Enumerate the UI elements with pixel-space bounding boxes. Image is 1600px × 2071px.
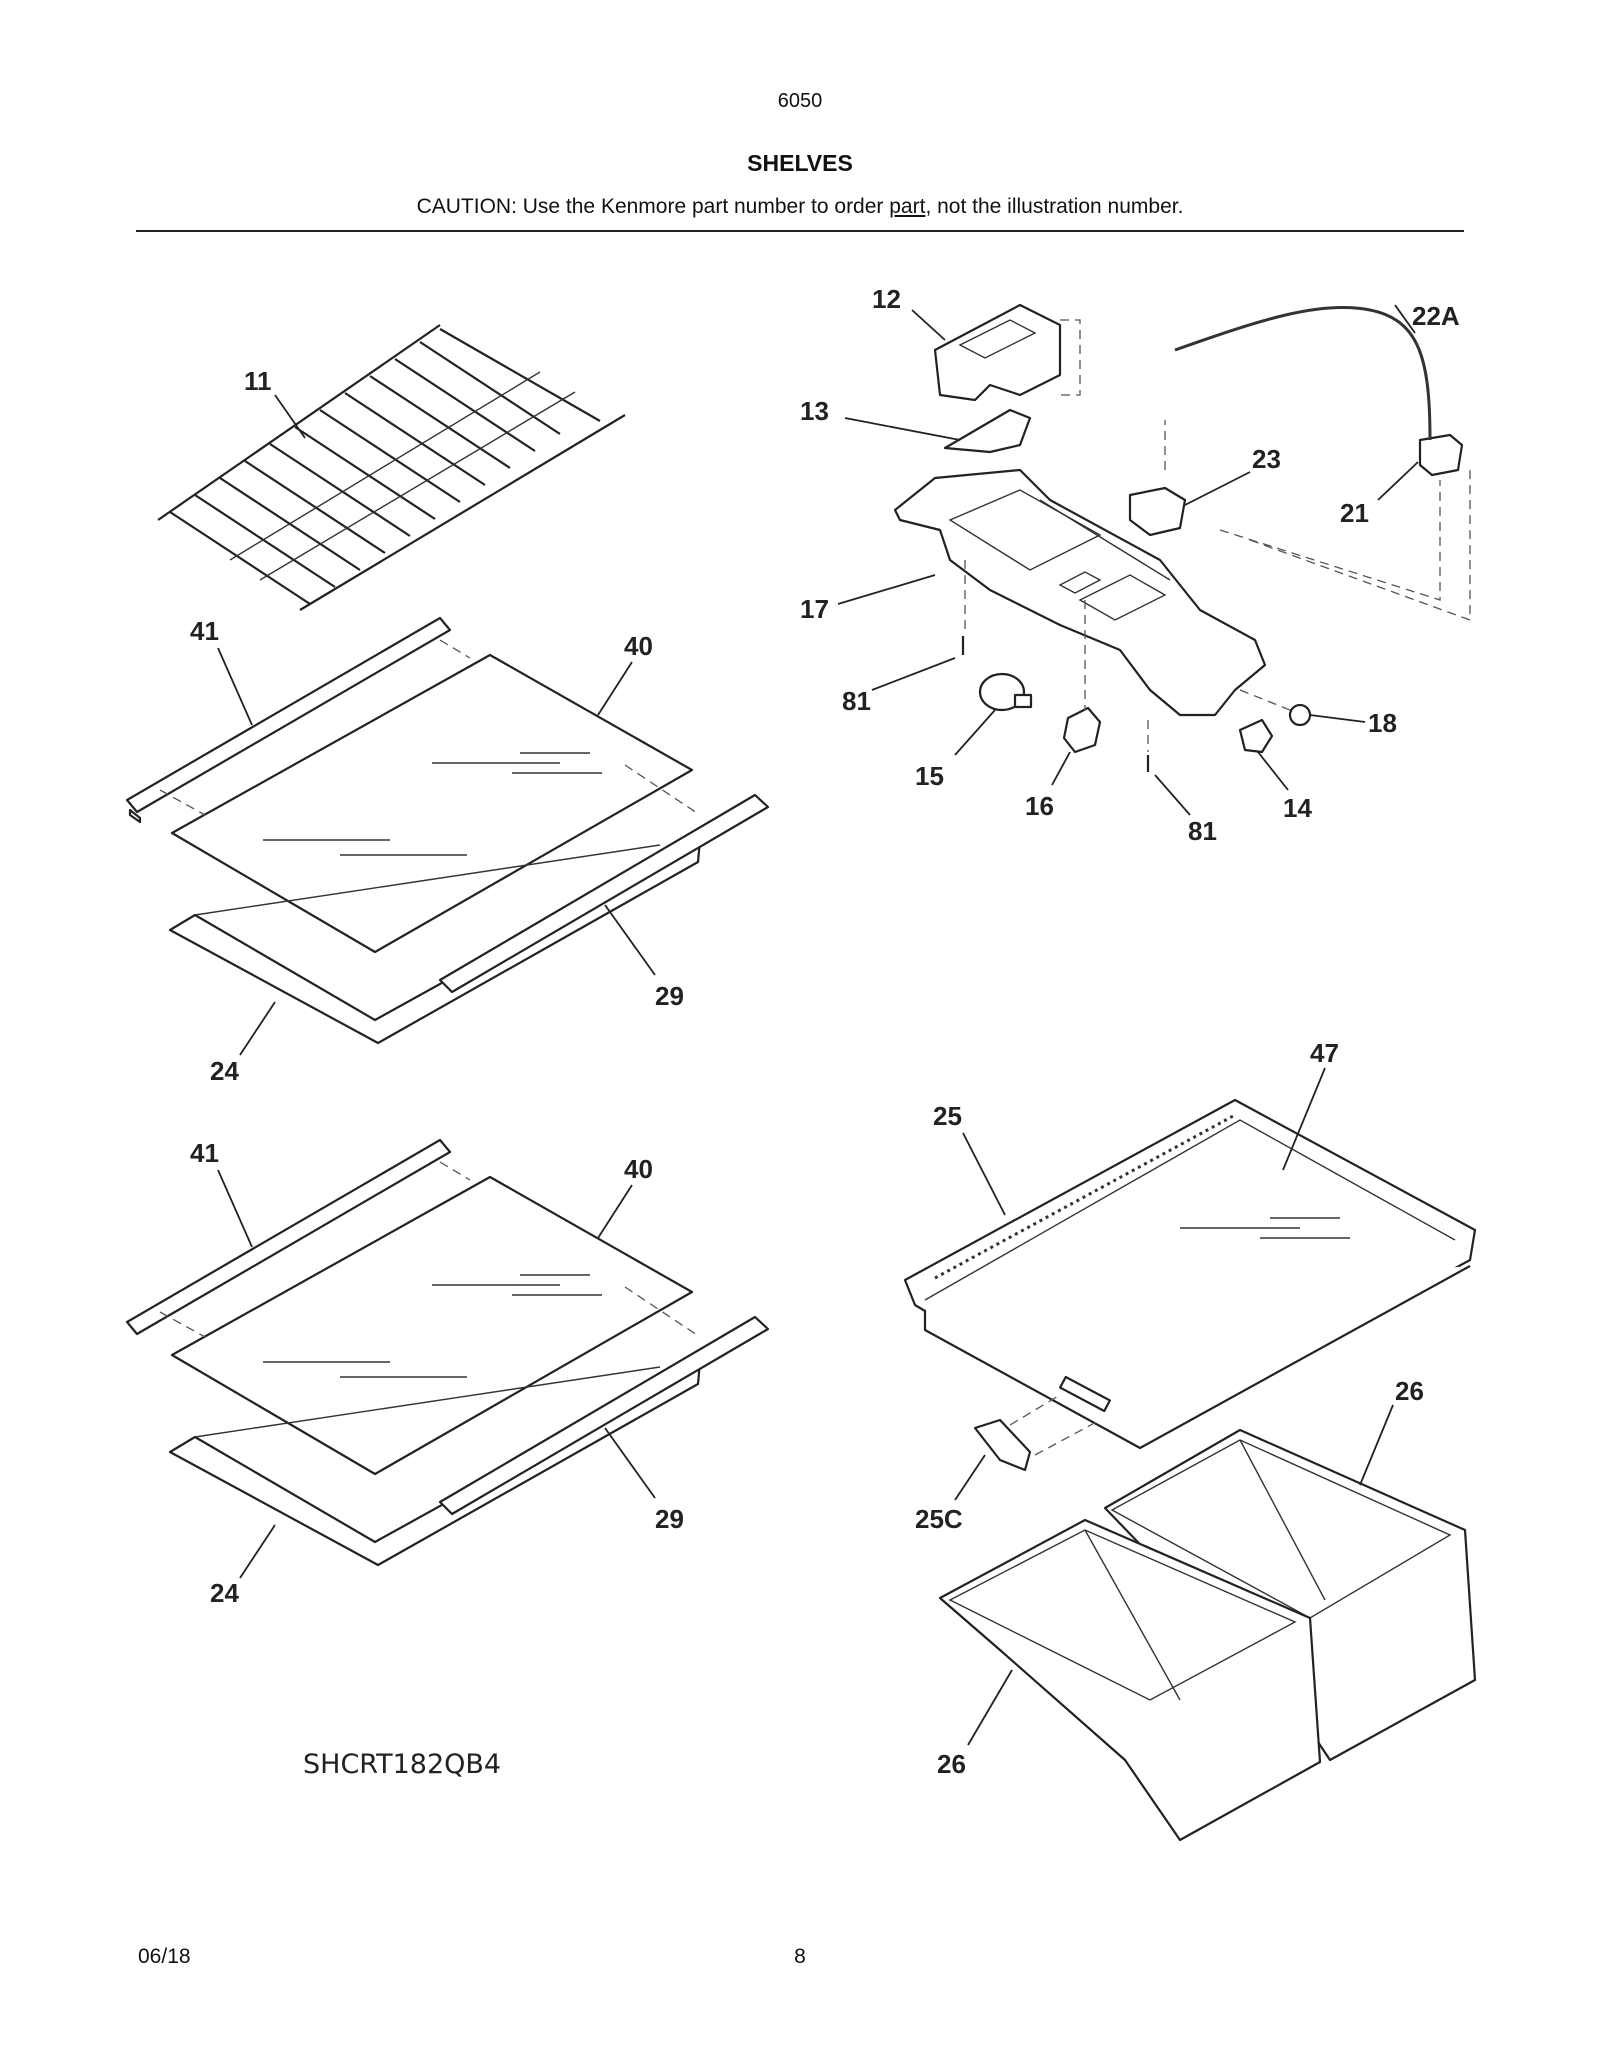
callout-81-right: 81 [1188, 816, 1217, 846]
callout-23: 23 [1252, 444, 1281, 474]
callout-11: 11 [244, 366, 272, 396]
glass-shelf-assembly-lower [125, 1138, 770, 1567]
header-rule [136, 230, 1464, 232]
model-number: SHCRT182QB4 [303, 1749, 501, 1780]
callout-29-lower: 29 [655, 1504, 684, 1534]
crisper-cover-assembly [903, 1098, 1477, 1472]
callout-12: 12 [872, 284, 901, 314]
callout-26-upper: 26 [1395, 1376, 1424, 1406]
page-code: 6050 [777, 90, 823, 112]
callout-24-lower: 24 [210, 1578, 239, 1608]
callout-29-upper: 29 [655, 981, 684, 1011]
callout-14: 14 [1283, 793, 1312, 823]
caution-text-end: , not the illustration number. [925, 195, 1184, 218]
callout-15: 15 [915, 761, 944, 791]
callout-22a: 22A [1412, 301, 1460, 331]
caution-text-start: CAUTION: Use the Kenmore part number to … [416, 195, 890, 218]
callout-24-upper: 24 [210, 1056, 239, 1086]
callout-18: 18 [1368, 708, 1397, 738]
callout-41-upper: 41 [190, 616, 219, 646]
callout-26-lower: 26 [937, 1749, 966, 1779]
footer-page-number: 8 [794, 1945, 806, 1968]
callout-25: 25 [933, 1101, 962, 1131]
caution-underlined-word: part [889, 195, 926, 218]
crisper-drawers [938, 1428, 1477, 1842]
callout-13: 13 [800, 396, 829, 426]
callout-17: 17 [800, 594, 829, 624]
control-housing-assembly [893, 303, 1471, 772]
callout-25c: 25C [915, 1504, 963, 1534]
callout-labels: 11 41 40 29 24 41 40 29 24 12 22A 13 23 … [190, 284, 1460, 1780]
callout-21: 21 [1340, 498, 1369, 528]
callout-40-lower: 40 [624, 1154, 653, 1184]
glass-shelf-assembly-upper [125, 616, 770, 1045]
leader-lines [217, 304, 1419, 1746]
wire-shelf [157, 324, 626, 611]
callout-40-upper: 40 [624, 631, 653, 661]
caution-note: CAUTION: Use the Kenmore part number to … [0, 195, 1600, 219]
callout-16: 16 [1025, 791, 1054, 821]
page-title: SHELVES [747, 150, 853, 176]
footer-date: 06/18 [138, 1945, 191, 1968]
callout-41-lower: 41 [190, 1138, 219, 1168]
callout-81-left: 81 [842, 686, 871, 716]
callout-47: 47 [1310, 1038, 1339, 1068]
